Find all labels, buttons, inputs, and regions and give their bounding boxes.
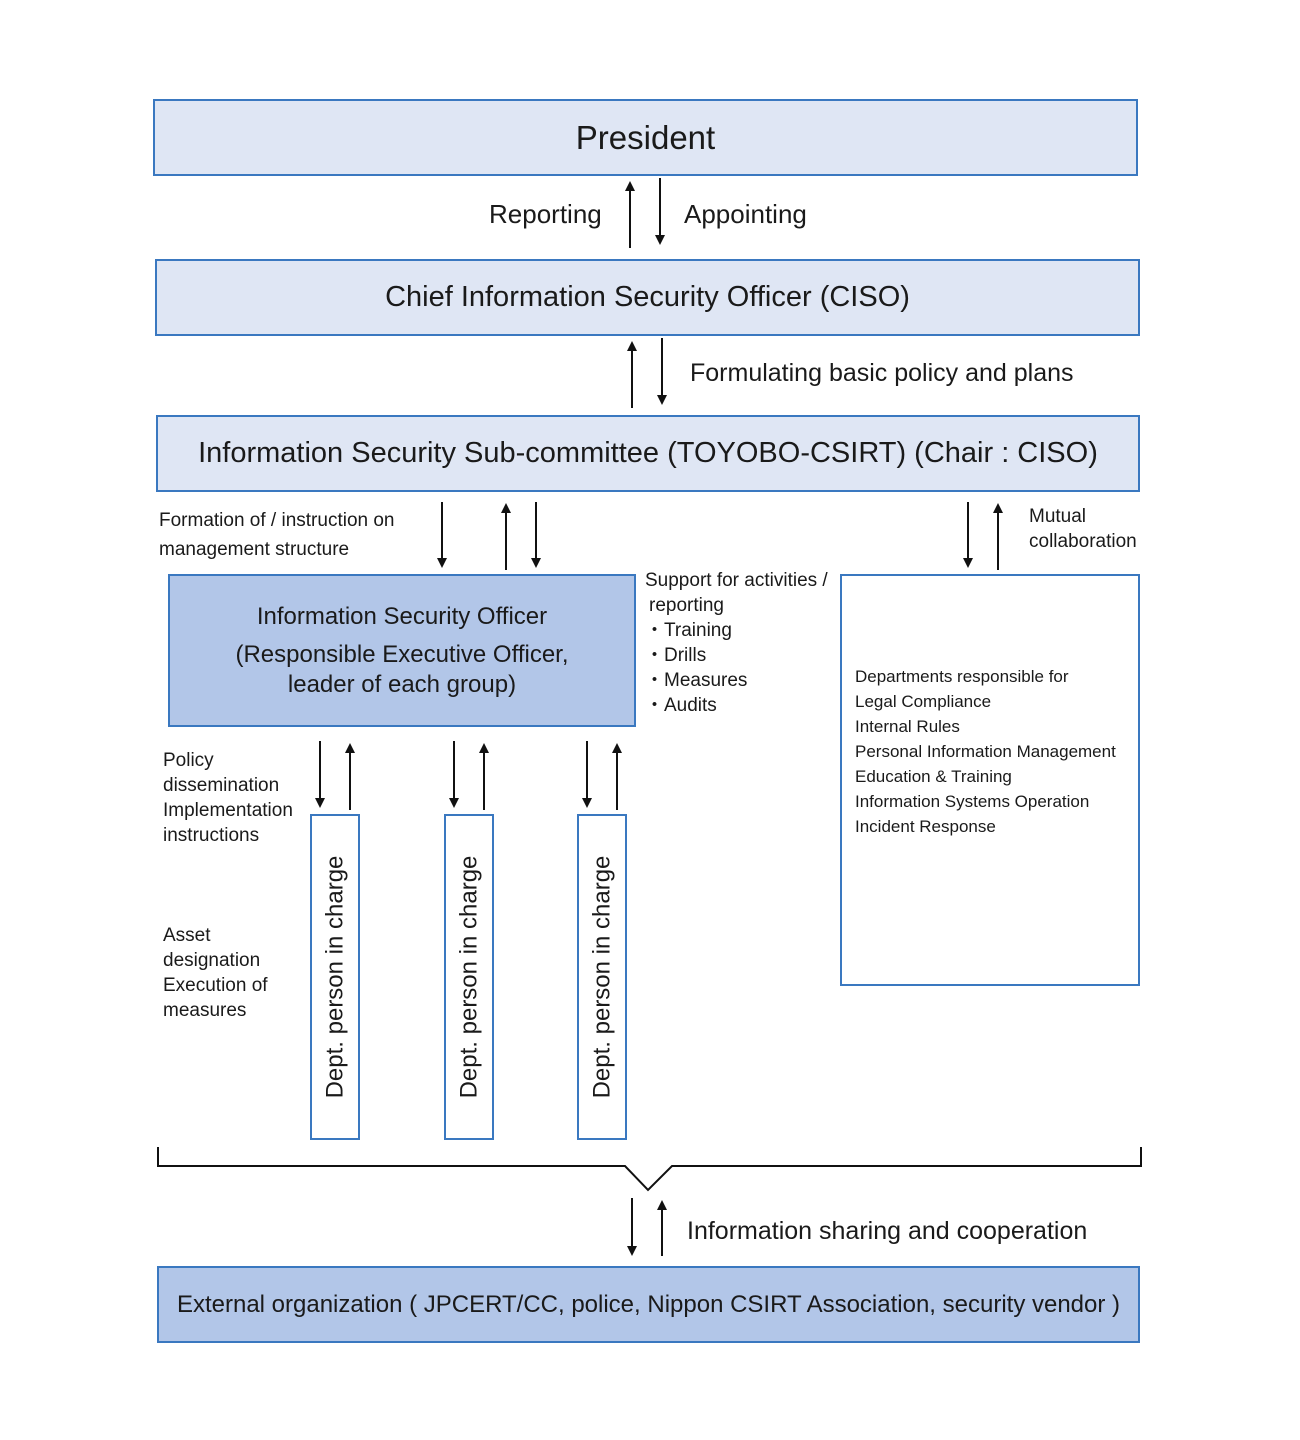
- president-box: President: [153, 99, 1138, 176]
- department-item: Incident Response: [855, 817, 996, 836]
- policy-line: Policy: [163, 750, 214, 771]
- info-security-officer-box: Information Security Officer (Responsibl…: [168, 574, 636, 727]
- president-label: President: [575, 118, 716, 156]
- policy-line: instructions: [163, 825, 260, 846]
- asset-line: designation: [163, 950, 261, 971]
- formation-label: Formation of / instruction on management…: [159, 506, 395, 564]
- formulating-label: Formulating basic policy and plans: [690, 359, 1074, 387]
- policy-dissemination-label: Policy dissemination Implementation inst…: [163, 748, 293, 848]
- appointing-label: Appointing: [684, 199, 807, 229]
- iso-line-1: Information Security Officer: [256, 602, 548, 630]
- asset-designation-label: Asset designation Execution of measures: [163, 923, 268, 1023]
- subcommittee-label: Information Security Sub-committee (TOYO…: [198, 437, 1098, 469]
- responsible-departments-box: Departments responsible for Legal Compli…: [840, 574, 1140, 986]
- reporting-label: Reporting: [489, 199, 602, 229]
- policy-line: Implementation: [163, 800, 293, 821]
- info-sharing-label: Information sharing and cooperation: [687, 1217, 1088, 1245]
- mutual-line: Mutual: [1029, 506, 1087, 527]
- external-organization-box: External organization ( JPCERT/CC, polic…: [157, 1266, 1140, 1343]
- policy-line: dissemination: [163, 775, 280, 796]
- dept-person-box-3: Dept. person in charge: [577, 814, 627, 1140]
- support-bullet: ・Drills: [645, 645, 707, 666]
- iso-line-2: (Responsible Executive Officer,: [235, 640, 569, 668]
- support-activities-label: Support for activities / reporting ・Trai…: [645, 568, 828, 718]
- dept-person-box-1: Dept. person in charge: [310, 814, 360, 1140]
- support-bullet: ・Training: [645, 620, 732, 641]
- support-bullet: ・Measures: [645, 670, 748, 691]
- mutual-collaboration-label: Mutual collaboration: [1029, 504, 1137, 554]
- support-line: reporting: [649, 595, 724, 616]
- asset-line: measures: [163, 1000, 247, 1021]
- support-line: Support for activities /: [645, 570, 828, 591]
- asset-line: Asset: [163, 925, 211, 946]
- formation-line: management structure: [159, 539, 350, 560]
- department-item: Internal Rules: [855, 717, 960, 736]
- dept-person-box-2: Dept. person in charge: [444, 814, 494, 1140]
- iso-line-3: leader of each group): [287, 670, 517, 698]
- subcommittee-box: Information Security Sub-committee (TOYO…: [156, 415, 1140, 492]
- department-item: Personal Information Management: [855, 742, 1116, 761]
- formation-line: Formation of / instruction on: [159, 510, 395, 531]
- ciso-box: Chief Information Security Officer (CISO…: [155, 259, 1140, 336]
- department-item: Legal Compliance: [855, 692, 992, 711]
- external-label: External organization ( JPCERT/CC, polic…: [176, 1290, 1121, 1318]
- department-item: Information Systems Operation: [855, 792, 1090, 811]
- departments-title: Departments responsible for: [855, 667, 1069, 686]
- mutual-line: collaboration: [1029, 531, 1137, 552]
- grouping-brace: [157, 1147, 1142, 1192]
- asset-line: Execution of: [163, 975, 268, 996]
- ciso-label: Chief Information Security Officer (CISO…: [385, 281, 910, 313]
- support-bullet: ・Audits: [645, 695, 717, 716]
- department-item: Education & Training: [855, 767, 1012, 786]
